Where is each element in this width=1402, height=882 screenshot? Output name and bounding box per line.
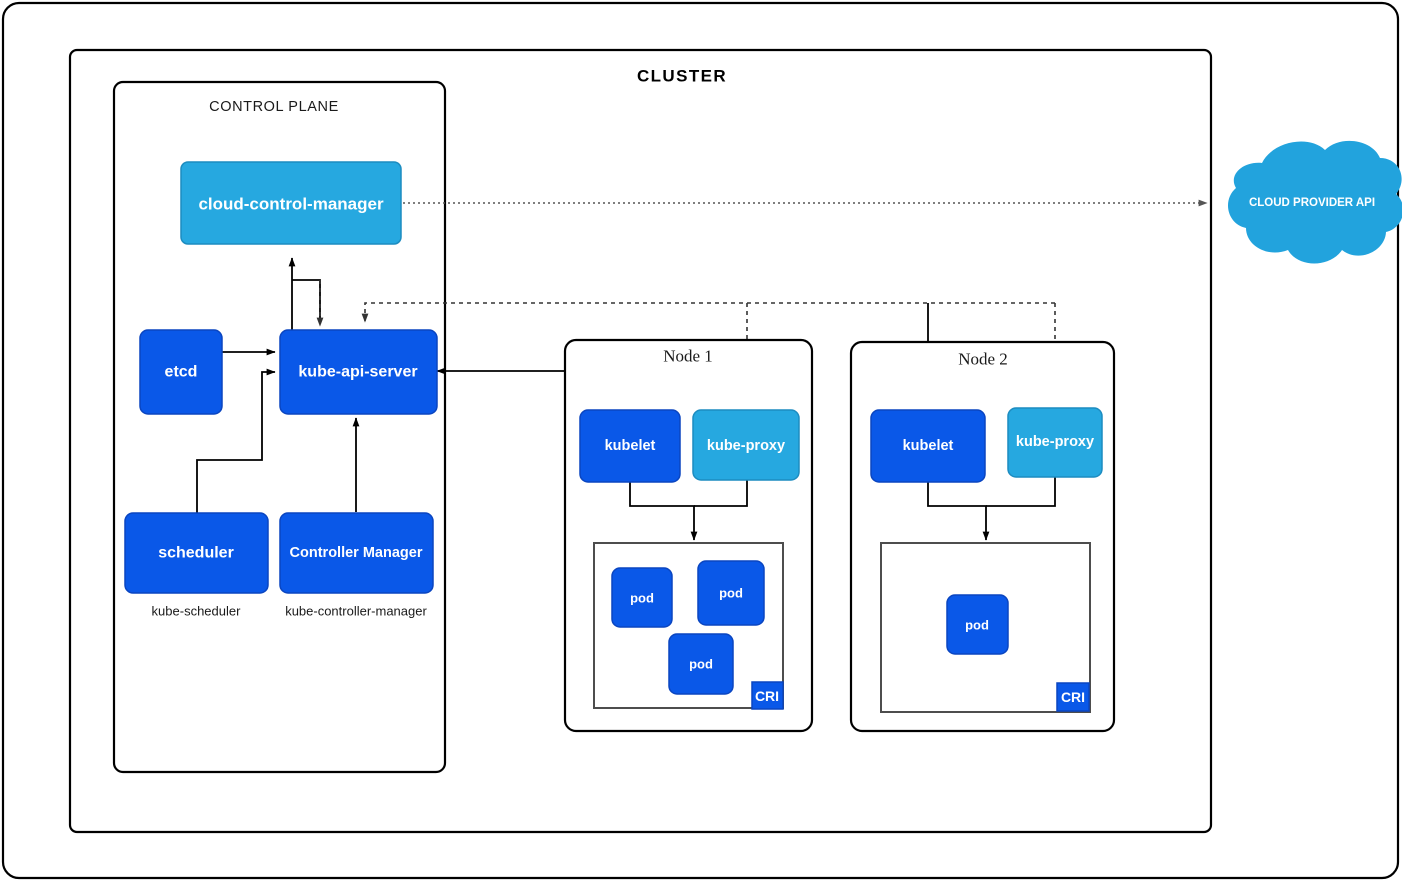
cloud-control-manager-box[interactable]: cloud-control-manager [180, 161, 402, 245]
cloud-provider-api-label: CLOUD PROVIDER API [1249, 197, 1375, 209]
node-2-kubelet-box[interactable]: kubelet [870, 409, 986, 483]
edge-node2-kube-proxy-to-cri [986, 477, 1056, 507]
etcd-label: etcd [165, 364, 198, 381]
node-1-kubelet-rect[interactable] [579, 409, 681, 483]
node-1: Node 1 kubelet kube-proxy pod pod pod [563, 338, 814, 733]
kube-api-server-label: kube-api-server [298, 364, 417, 381]
controller-manager-rect[interactable] [279, 512, 434, 594]
node-1-pod-3-rect[interactable] [668, 633, 734, 695]
cloud-provider-api: CLOUD PROVIDER API [1228, 140, 1402, 264]
node-2-pod-1-rect[interactable] [946, 594, 1009, 655]
control-plane-boundary [112, 80, 447, 774]
node-2-kube-proxy-box[interactable]: kube-proxy [1007, 407, 1103, 478]
node-2-kubelet-label: kubelet [903, 438, 954, 454]
edge-scheduler-to-api [196, 368, 276, 515]
cloud-shape-icon [1228, 140, 1402, 264]
etcd-box[interactable]: etcd [139, 329, 223, 415]
node-1-pod-2-label: pod [719, 586, 743, 601]
kube-api-server-rect[interactable] [279, 329, 438, 415]
node-1-cri-badge-rect [751, 681, 784, 710]
edge-node1-kube-proxy-to-cri [694, 477, 748, 507]
kube-scheduler-caption: kube-scheduler [152, 604, 242, 619]
node-1-kubelet-box[interactable]: kubelet [579, 409, 681, 483]
node-1-kube-proxy-box[interactable]: kube-proxy [692, 409, 800, 481]
scheduler-rect[interactable] [124, 512, 269, 594]
control-plane-title: CONTROL PLANE [209, 99, 339, 115]
node-2-title: Node 2 [958, 350, 1008, 369]
edge-api-bus-to-kube-proxies [361, 302, 1055, 323]
node-2: Node 2 kubelet kube-proxy pod CRI [849, 340, 1116, 733]
edge-node2-kubelet-to-cri [927, 482, 990, 541]
node-1-pod-1-label: pod [630, 591, 654, 606]
node-2-kube-proxy-rect[interactable] [1007, 407, 1103, 478]
scheduler-box[interactable]: scheduler [124, 512, 269, 594]
node-1-pod-3[interactable]: pod [668, 633, 734, 695]
kube-api-server-box[interactable]: kube-api-server [279, 329, 438, 415]
node-1-pod-1[interactable]: pod [611, 567, 673, 628]
node-1-title: Node 1 [663, 347, 713, 366]
node-2-cri-label: CRI [1061, 689, 1085, 705]
node-1-kube-proxy-label: kube-proxy [707, 438, 785, 454]
controller-manager-box[interactable]: Controller Manager [279, 512, 434, 594]
node-2-pod-1[interactable]: pod [946, 594, 1009, 655]
cloud-control-manager-label: cloud-control-manager [198, 195, 384, 214]
node-2-cri-badge: CRI [1056, 682, 1090, 712]
controller-manager-label: Controller Manager [290, 545, 423, 561]
kube-controller-manager-caption: kube-controller-manager [285, 604, 427, 619]
node-1-pod-1-rect[interactable] [611, 567, 673, 628]
node-1-pod-2[interactable]: pod [697, 560, 765, 626]
node-1-pod-2-rect[interactable] [697, 560, 765, 626]
node-2-kube-proxy-label: kube-proxy [1016, 434, 1094, 450]
etcd-rect[interactable] [139, 329, 223, 415]
edge-node1-kubelet-to-cri [629, 482, 698, 541]
node-1-kube-proxy-rect[interactable] [692, 409, 800, 481]
node-2-pod-1-label: pod [965, 618, 989, 633]
node-1-kubelet-label: kubelet [605, 438, 656, 454]
node-1-cri-label: CRI [755, 688, 779, 704]
scheduler-label: scheduler [158, 545, 234, 562]
cloud-control-manager-rect[interactable] [180, 161, 402, 245]
node-1-cri-badge: CRI [751, 681, 784, 710]
node-2-kubelet-rect[interactable] [870, 409, 986, 483]
node-1-pod-3-label: pod [689, 657, 713, 672]
node-2-cri-badge-rect [1056, 682, 1090, 712]
cluster-title: CLUSTER [637, 67, 727, 86]
